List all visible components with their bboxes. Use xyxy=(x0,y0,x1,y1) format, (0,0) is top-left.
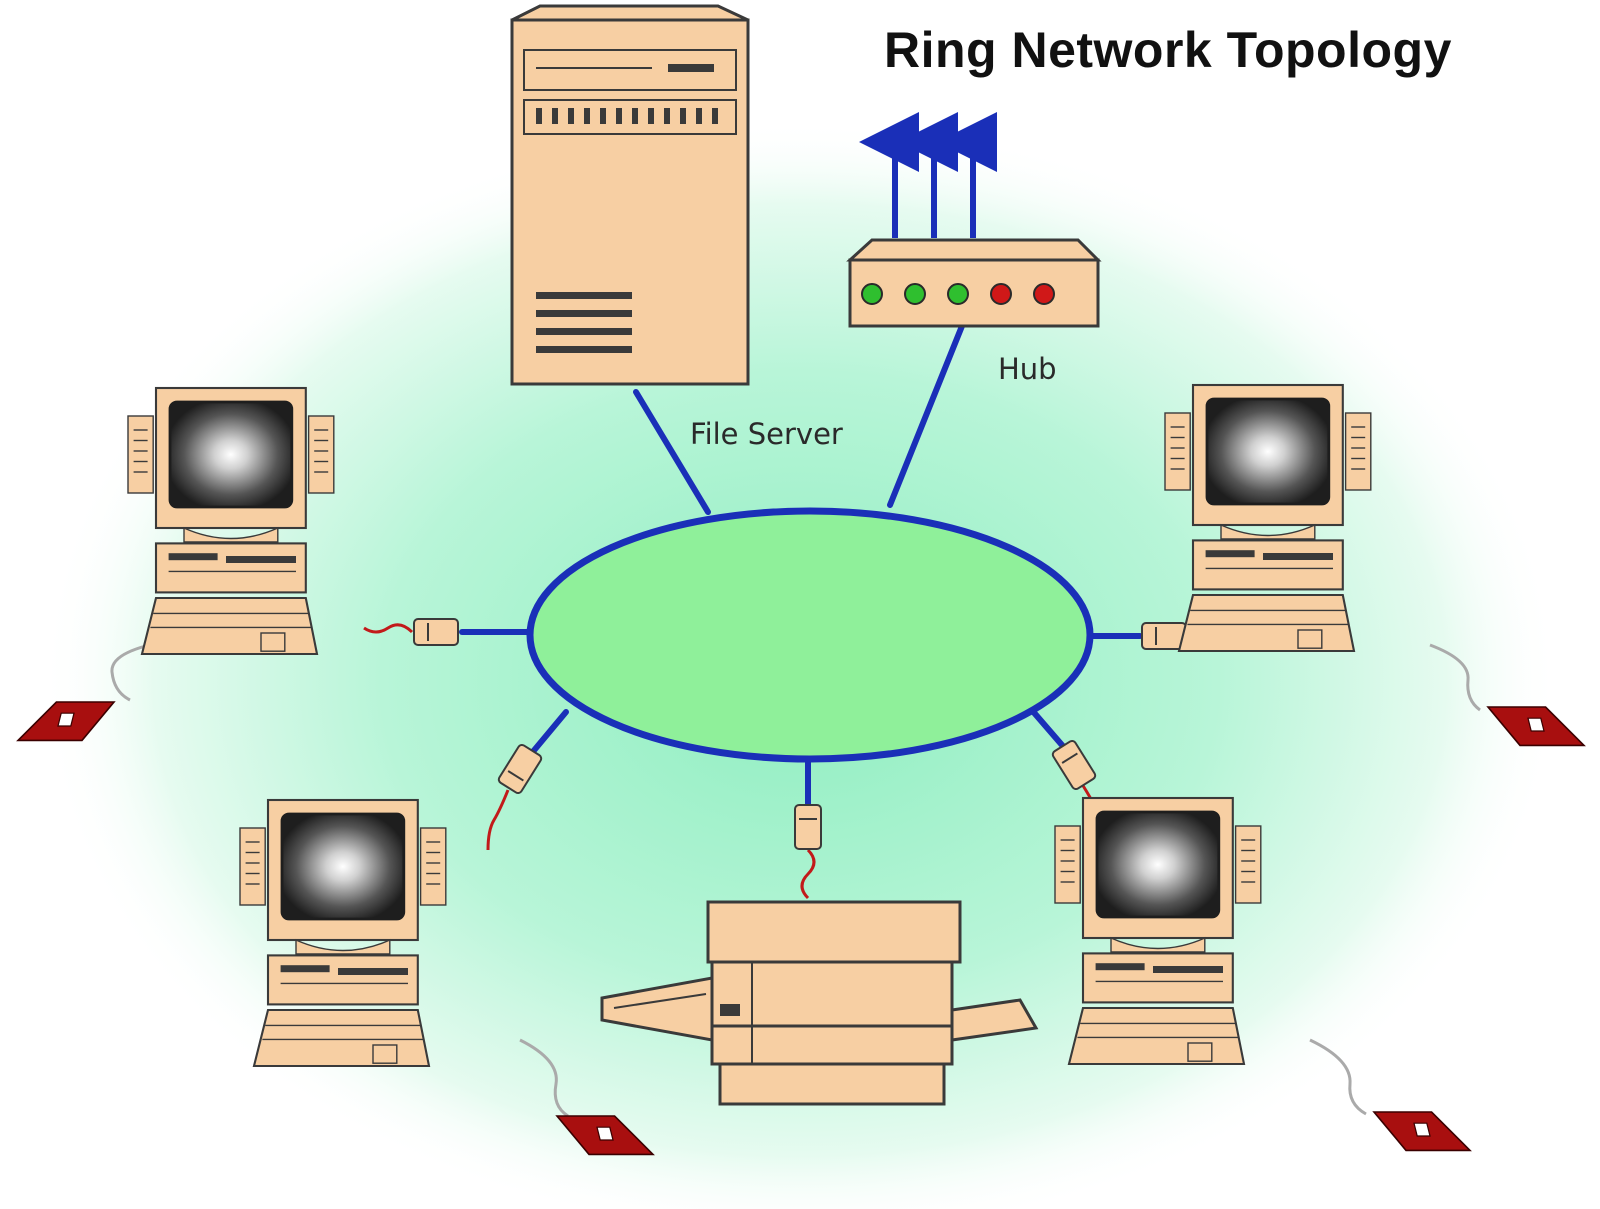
hub-label: Hub xyxy=(998,352,1057,386)
file-server-label: File Server xyxy=(690,417,843,451)
hub-led-green xyxy=(904,283,926,305)
hub xyxy=(846,112,1102,328)
plug-bottom-center xyxy=(794,804,822,850)
workstation-bottom-left xyxy=(238,798,448,1068)
hub-led-red xyxy=(1033,283,1055,305)
spoke-file-server xyxy=(633,389,711,515)
mouse-bottom-right xyxy=(1373,1111,1471,1152)
hub-leds xyxy=(861,283,1055,305)
diagram-title: Ring Network Topology xyxy=(884,22,1452,78)
file-server xyxy=(510,4,750,386)
workstation-right xyxy=(1163,383,1373,653)
cable-bottom-center xyxy=(800,848,816,900)
ring-spokes xyxy=(459,323,1143,815)
spoke-hub xyxy=(887,323,965,508)
printer xyxy=(600,900,1039,1106)
workstation-bottom-right xyxy=(1053,796,1263,1066)
ring-cable xyxy=(526,507,1094,763)
hub-led-red xyxy=(990,283,1012,305)
hub-led-green xyxy=(861,283,883,305)
spoke-bottom-right xyxy=(1027,705,1071,755)
cable-left xyxy=(363,623,414,634)
cable-bottom-left xyxy=(486,789,510,851)
workstation-left xyxy=(126,386,336,656)
hub-led-green xyxy=(947,283,969,305)
plug-left xyxy=(413,618,459,646)
